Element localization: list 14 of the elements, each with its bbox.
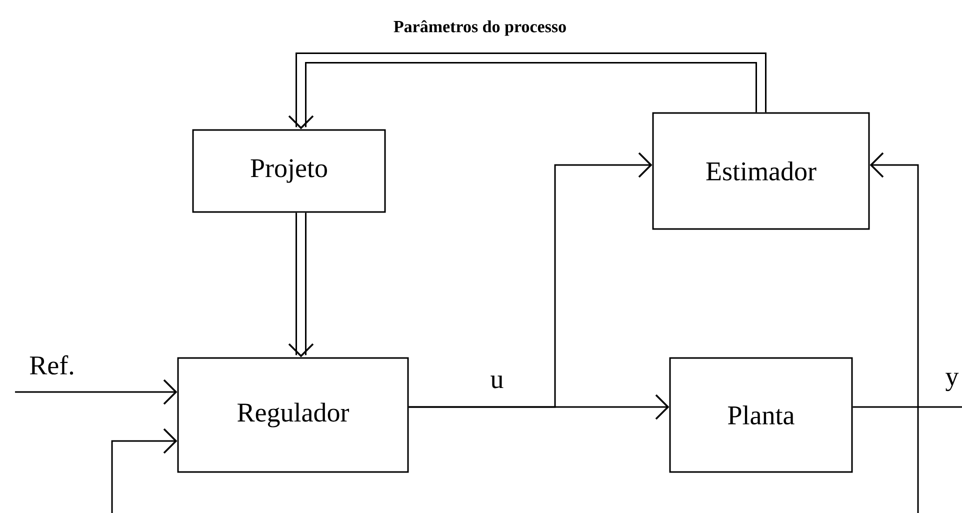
- edge-label: Parâmetros do processo: [394, 20, 566, 36]
- block-box: Estimador: [652, 112, 870, 230]
- arrow: [408, 152, 652, 408]
- arrow: [111, 428, 178, 513]
- arrow: [15, 379, 178, 405]
- edge-label: Ref.: [30, 355, 74, 375]
- arrow: [870, 152, 919, 513]
- arrow: [288, 52, 766, 130]
- edge-label: y: [946, 372, 959, 392]
- arrow: [288, 212, 314, 358]
- block-box: Planta: [669, 357, 853, 473]
- edge-label: u: [490, 376, 504, 388]
- block-box: Regulador: [177, 357, 409, 473]
- block-box: Projeto: [192, 129, 386, 213]
